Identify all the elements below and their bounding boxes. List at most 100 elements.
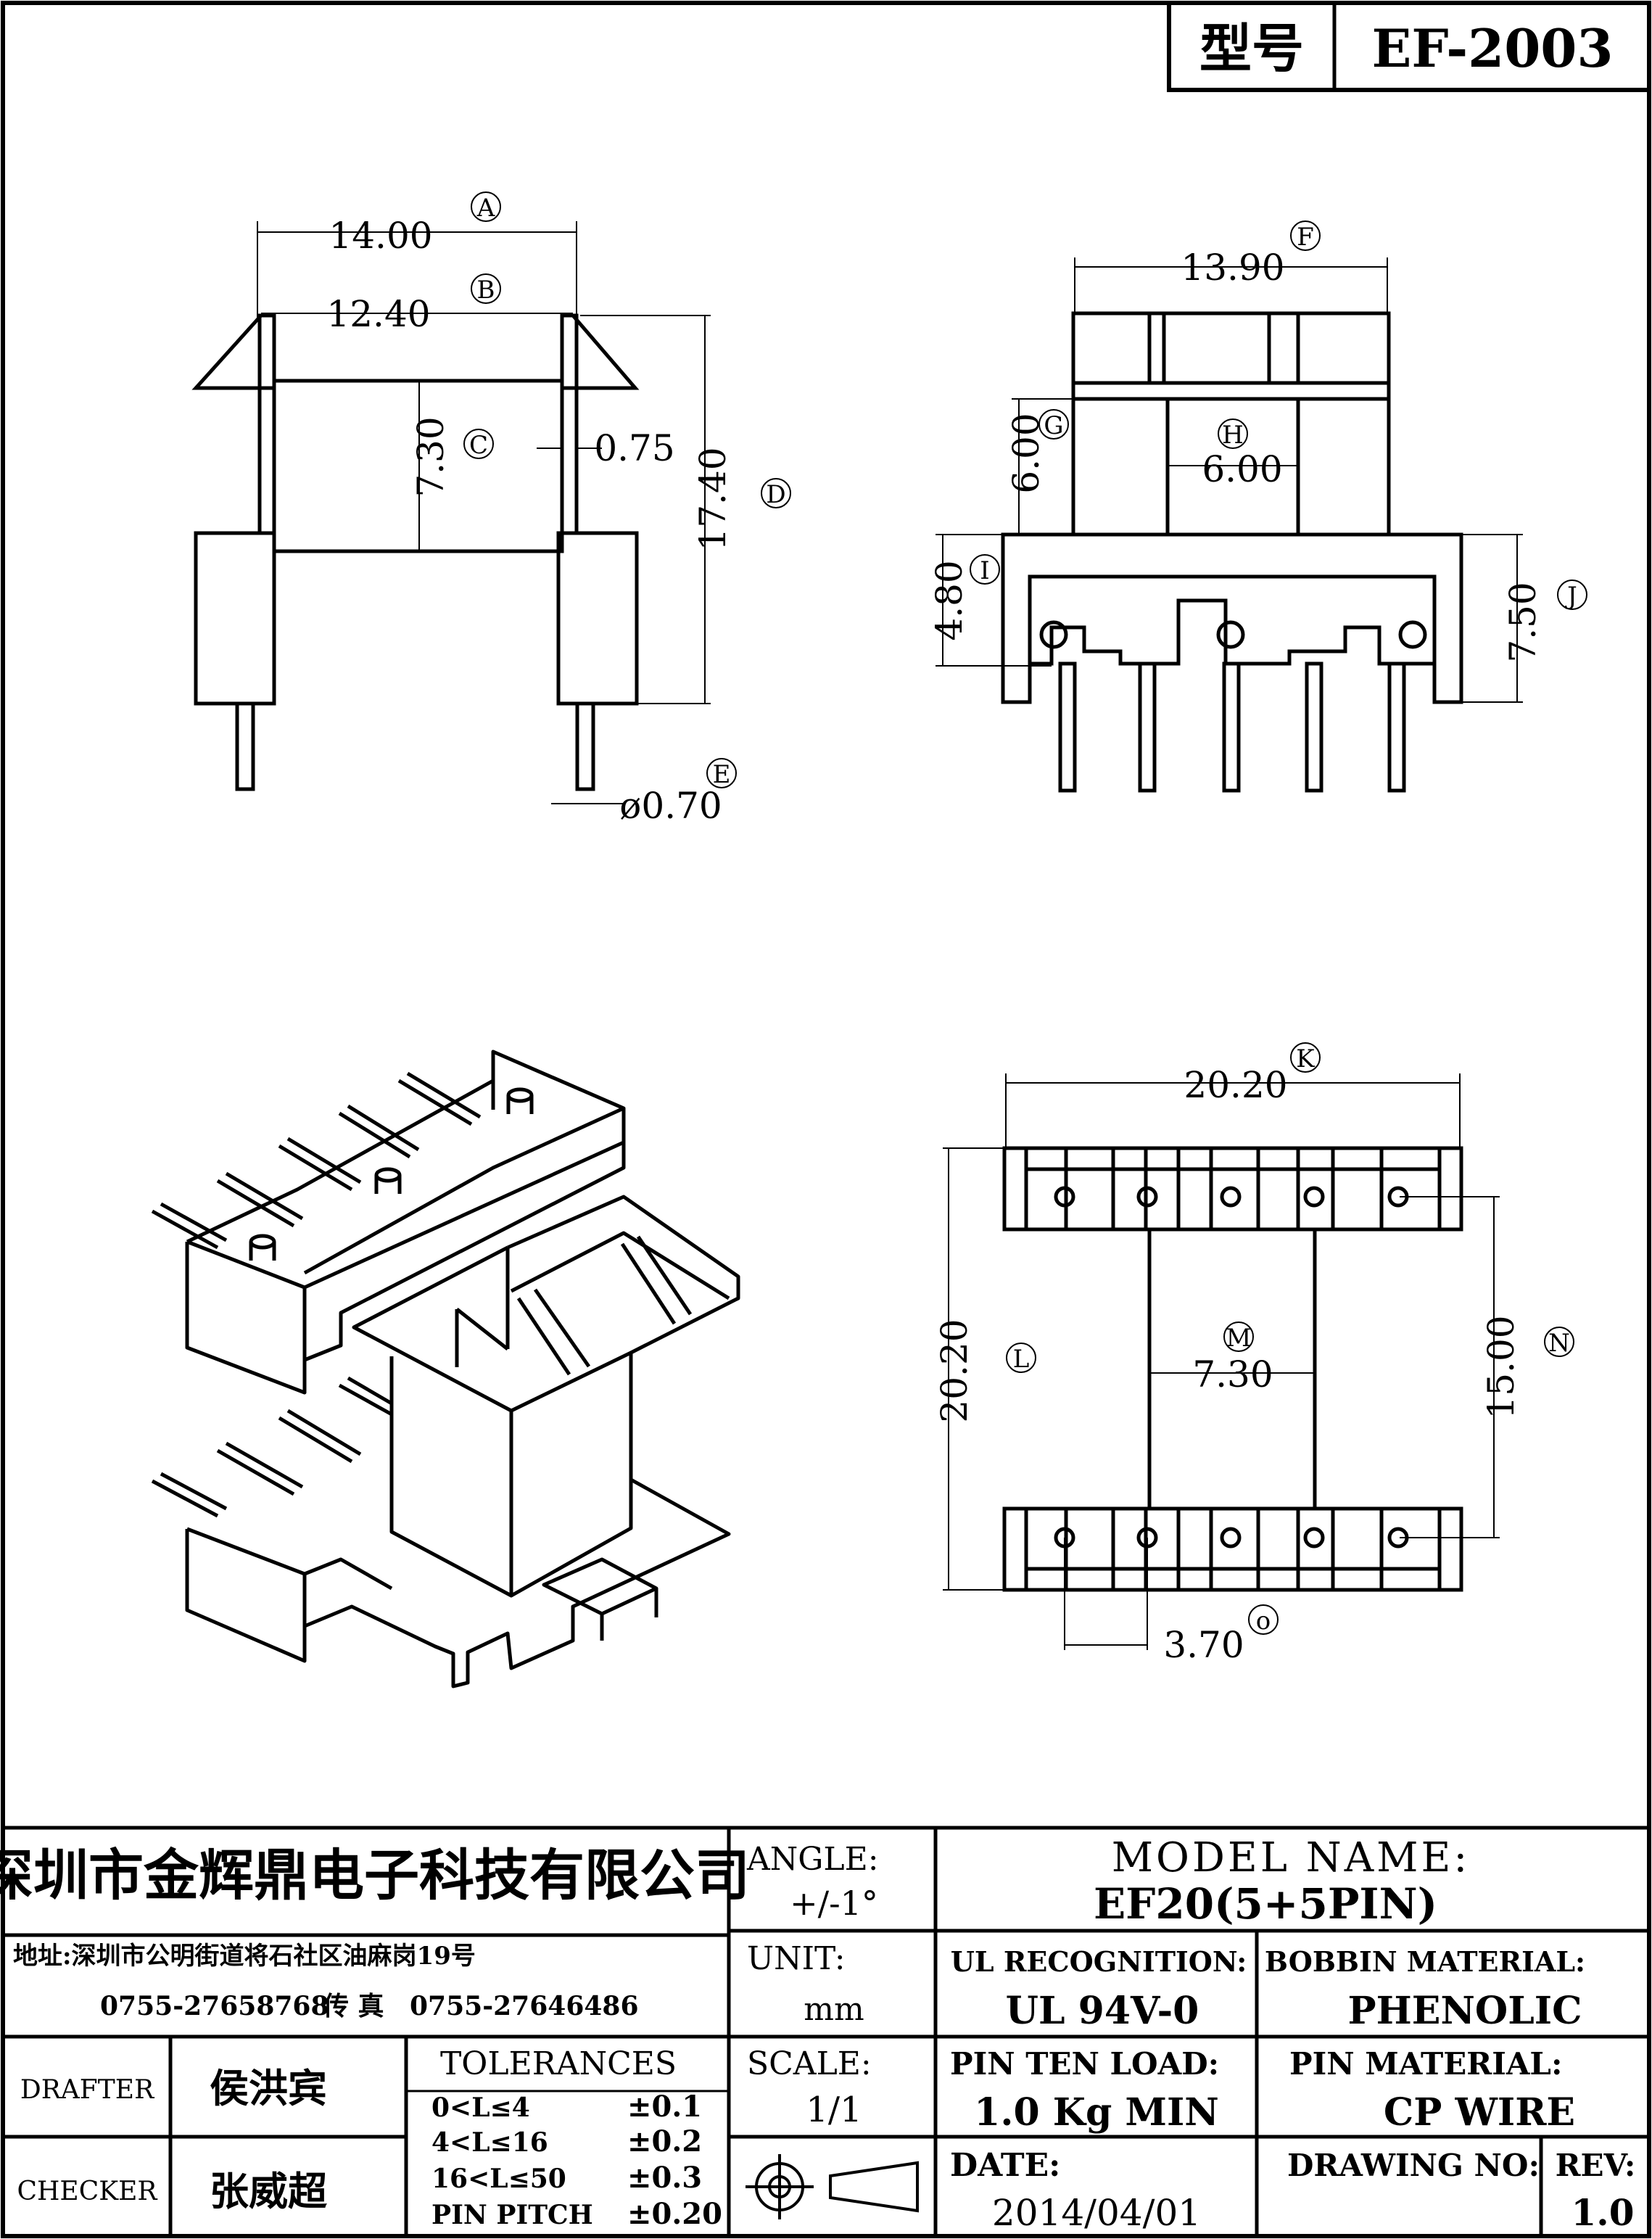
dim-B-bubble: [471, 273, 501, 304]
ul-label: UL RECOGNITION:: [951, 1945, 1247, 1978]
drafter-name: 侯洪宾: [210, 2065, 327, 2111]
tolerance-value-1: ±0.1: [627, 2090, 702, 2124]
model-header: 型号 EF-2003: [1167, 1, 1651, 92]
model-value: EF-2003: [1371, 17, 1613, 79]
company-name: 深圳市金辉鼎电子科技有限公司: [0, 1843, 750, 1908]
dim-C-side-value: 0.75: [594, 427, 674, 469]
company-phone: 0755-27658768: [100, 1991, 329, 2021]
projection-symbol-icon: [746, 2154, 919, 2219]
side-view-dimensions: [936, 257, 1523, 703]
dim-G-bubble: [1038, 409, 1069, 440]
rev-label: REV:: [1556, 2148, 1636, 2183]
angle-label: ANGLE:: [746, 1841, 879, 1878]
dim-M-bubble: [1223, 1321, 1254, 1352]
front-view-dimensions: [257, 221, 711, 804]
dim-D-label: D: [766, 480, 785, 509]
fax-label: 传 真: [322, 1991, 384, 2021]
dim-L-label: L: [1013, 1345, 1030, 1374]
dim-A-label: A: [476, 194, 495, 223]
unit-label: UNIT:: [747, 1940, 846, 1977]
dim-C-value: 7.30: [410, 416, 452, 497]
dim-H-value: 6.00: [1202, 448, 1282, 490]
dim-C-label: C: [469, 431, 488, 460]
dim-O-bubble: [1248, 1604, 1279, 1635]
title-block-grid: [3, 1826, 1649, 2236]
checker-name: 张威超: [210, 2168, 328, 2214]
company-address: 地址:深圳市公明街道将石社区油麻岗19号: [13, 1942, 476, 1971]
ul-value: UL 94V-0: [1006, 1989, 1199, 2033]
dim-M-value: 7.30: [1192, 1353, 1273, 1395]
dim-G-value: 6.00: [1005, 413, 1047, 493]
company-fax: 0755-27646486: [410, 1991, 639, 2021]
dim-I-bubble: [970, 554, 1000, 585]
model-label: 型号: [1199, 17, 1304, 79]
angle-value: +/-1°: [790, 1884, 878, 1923]
dim-N-bubble: [1544, 1327, 1574, 1357]
tolerance-range-1: 0<L≤4: [431, 2092, 530, 2123]
dim-K-value: 20.20: [1184, 1064, 1287, 1106]
dim-E-label: E: [713, 760, 731, 789]
dim-O-value: 3.70: [1163, 1624, 1244, 1666]
date-value: 2014/04/01: [992, 2192, 1201, 2234]
dim-K-bubble: [1290, 1042, 1321, 1073]
date-label: DATE:: [950, 2147, 1060, 2184]
bobbin-value: PHENOLIC: [1348, 1989, 1582, 2033]
tolerance-value-2: ±0.2: [627, 2124, 702, 2158]
isometric-view: [151, 1050, 740, 1688]
dim-I-label: I: [980, 556, 989, 585]
tolerance-range-4: PIN PITCH: [431, 2200, 593, 2230]
dim-J-label: J: [1565, 582, 1577, 611]
dim-A-value: 14.00: [329, 215, 432, 257]
dim-L-bubble: [1006, 1343, 1036, 1373]
tolerance-value-4: ±0.20: [627, 2197, 722, 2231]
dim-E-value: ø0.70: [619, 785, 722, 827]
unit-value: mm: [804, 1991, 864, 2028]
dim-F-bubble: [1290, 220, 1321, 251]
model-name-label: MODEL NAME:: [1112, 1834, 1471, 1881]
dim-L-value: 20.20: [933, 1319, 975, 1422]
dim-O-label: o: [1256, 1607, 1271, 1636]
tolerance-value-3: ±0.3: [627, 2161, 702, 2195]
dim-N-label: N: [1548, 1329, 1570, 1358]
checker-label: CHECKER: [17, 2177, 157, 2206]
rev-value: 1.0: [1572, 2191, 1635, 2234]
dim-N-value: 15.00: [1480, 1315, 1522, 1419]
dim-I-value: 4.80: [928, 560, 970, 640]
dim-H-label: H: [1222, 421, 1244, 450]
scale-label: SCALE:: [747, 2045, 872, 2082]
dim-D-value: 17.40: [692, 447, 734, 551]
tolerance-range-3: 16<L≤50: [431, 2164, 566, 2194]
pin-load-label: PIN TEN LOAD:: [950, 2046, 1219, 2082]
dim-G-label: G: [1044, 411, 1063, 440]
pin-load-value: 1.0 Kg MIN: [974, 2090, 1219, 2135]
tolerances-label: TOLERANCES: [440, 2045, 677, 2082]
dim-D-bubble: [761, 478, 791, 508]
dim-K-label: K: [1296, 1044, 1315, 1073]
side-view: [1001, 311, 1463, 793]
dim-B-label: B: [477, 276, 495, 305]
dim-F-value: 13.90: [1181, 247, 1284, 289]
scale-value: 1/1: [806, 2090, 862, 2130]
drawing-no-label: DRAWING NO:: [1287, 2148, 1540, 2183]
dim-H-bubble: [1218, 418, 1248, 449]
pin-material-label: PIN MATERIAL:: [1289, 2046, 1562, 2082]
bobbin-label: BOBBIN MATERIAL:: [1265, 1945, 1585, 1978]
tolerance-range-2: 4<L≤16: [431, 2127, 548, 2158]
top-view: [1002, 1146, 1463, 1592]
top-view-dimensions: [943, 1073, 1500, 1650]
front-view: [191, 313, 640, 791]
dim-J-bubble: [1557, 580, 1587, 610]
dim-E-bubble: [706, 758, 737, 788]
dim-B-value: 12.40: [326, 293, 430, 335]
dim-C-bubble: [463, 429, 494, 459]
dim-M-label: M: [1226, 1324, 1252, 1353]
model-name-value: EF20(5+5PIN): [1094, 1879, 1437, 1929]
pin-material-value: CP WIRE: [1384, 2090, 1575, 2135]
dim-F-label: F: [1297, 223, 1314, 252]
dim-J-value: 7.50: [1502, 582, 1544, 662]
dim-A-bubble: [471, 191, 501, 222]
drafter-label: DRAFTER: [20, 2075, 154, 2105]
